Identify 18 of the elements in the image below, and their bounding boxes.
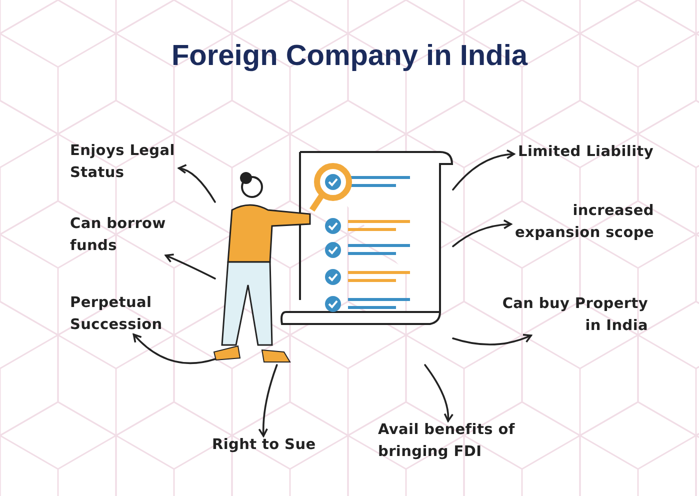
benefit-text: Perpetual Succession: [70, 292, 182, 337]
curved-arrow: [452, 150, 515, 191]
benefit-text: Can buy Property in India: [498, 293, 648, 338]
curved-arrow: [178, 164, 216, 203]
person-with-checklist-drawing: [211, 149, 455, 365]
curved-arrow: [164, 254, 216, 280]
benefit-text: Right to Sue: [212, 434, 322, 456]
benefit-text: Enjoys Legal Status: [70, 140, 188, 185]
curved-arrow: [424, 364, 454, 422]
curved-arrow: [258, 364, 278, 437]
benefit-text: Can borrow funds: [70, 213, 182, 258]
curved-arrow: [132, 334, 216, 364]
benefit-text: increased expansion scope: [514, 200, 654, 245]
curved-arrow: [452, 220, 512, 248]
curved-arrow: [452, 334, 532, 346]
benefit-text: Limited Liability: [518, 141, 658, 164]
title: Foreign Company in India: [170, 40, 529, 73]
benefit-text: Avail benefits of bringing FDI: [378, 419, 528, 464]
